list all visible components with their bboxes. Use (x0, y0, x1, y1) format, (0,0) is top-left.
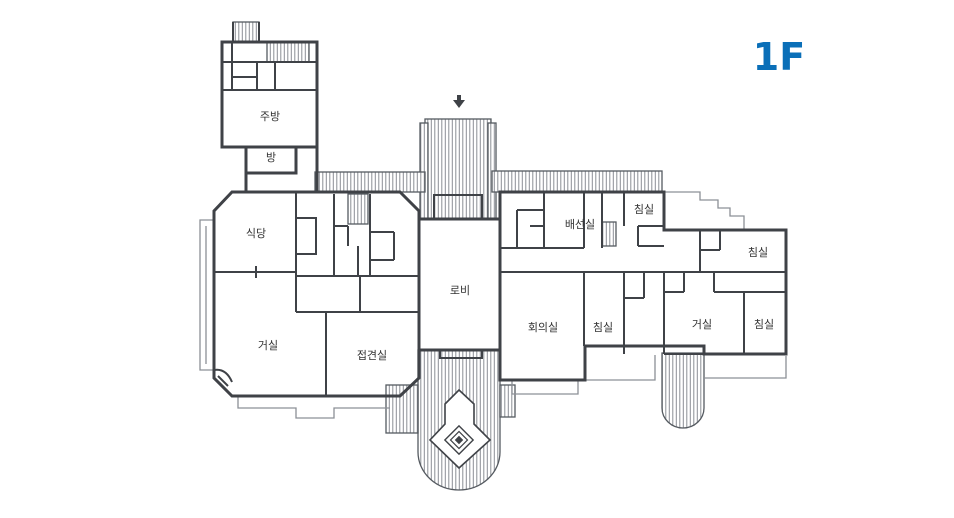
room-label-dining: 식당 (246, 227, 266, 240)
room-label-kitchen: 주방 (260, 110, 280, 123)
north-strip-west (314, 171, 426, 193)
room-label-bedroom-mid: 침실 (593, 321, 613, 334)
floor-label: 1F (753, 35, 805, 79)
room-labels: 주방 방 식당 거실 접견실 로비 배선실 침실 침실 회의실 침실 거실 침실 (246, 110, 774, 362)
room-label-bedroom-east: 침실 (754, 318, 774, 331)
ne-steps-outline (662, 191, 745, 230)
room-label-lobby: 로비 (450, 284, 470, 297)
room-label-living-east: 거실 (692, 318, 712, 331)
kitchen-stair (266, 41, 310, 63)
east-deck (661, 352, 705, 429)
room-label-bedroom-ne1: 침실 (634, 203, 654, 216)
room-label-reception: 접견실 (357, 349, 387, 362)
top-entry (232, 21, 260, 43)
entrance-porch (424, 118, 492, 220)
west-octagon (212, 190, 421, 398)
room-label-butler: 배선실 (565, 218, 595, 231)
arrow-down-icon (453, 95, 465, 108)
room-label-room: 방 (266, 151, 276, 164)
south-ledge-mid (511, 380, 579, 395)
south-terrace-wing-right (499, 384, 516, 418)
south-ledge-west (237, 396, 390, 419)
terrace-diamond-ornament (428, 388, 492, 470)
room-label-meeting: 회의실 (528, 321, 558, 334)
room-label-living-west: 거실 (258, 339, 278, 352)
north-strip-east (491, 170, 663, 193)
east-lower-outline (704, 356, 787, 379)
terraces (232, 21, 705, 491)
overhang-outlines (199, 191, 787, 419)
west-balcony-outline (199, 219, 214, 371)
east-ledge (585, 355, 656, 381)
walls (212, 22, 788, 398)
small-room (244, 145, 298, 175)
room-label-bedroom-ne2: 침실 (748, 246, 768, 259)
entrance-step-left (419, 122, 429, 220)
